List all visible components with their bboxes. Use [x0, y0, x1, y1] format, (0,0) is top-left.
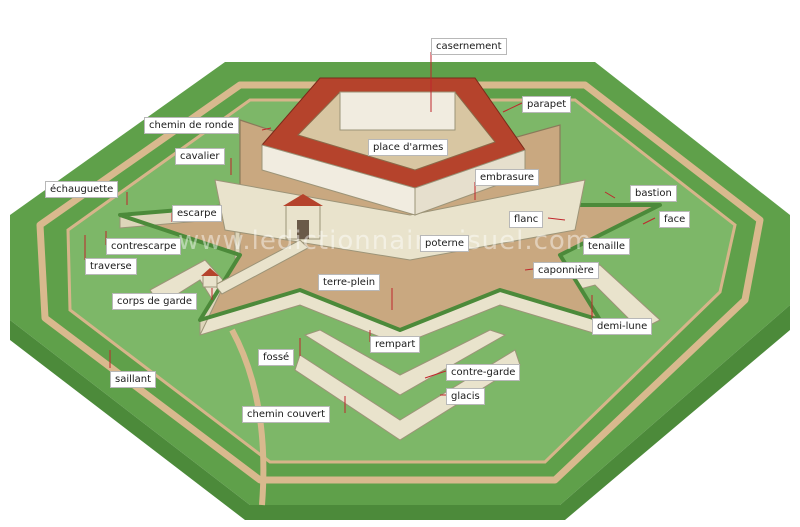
- label-flanc: flanc: [509, 211, 544, 228]
- label-rempart: rempart: [370, 336, 421, 353]
- label-bastion: bastion: [630, 185, 677, 202]
- label-echauguette: échauguette: [45, 181, 119, 198]
- label-chemin-de-ronde: chemin de ronde: [144, 117, 239, 134]
- watermark: www.ledictionnairevisuel.com: [178, 226, 593, 256]
- label-cavalier: cavalier: [175, 148, 225, 165]
- label-contre-garde: contre-garde: [446, 364, 521, 381]
- label-casernement: casernement: [431, 38, 507, 55]
- guard-house-roof: [201, 268, 219, 276]
- label-poterne: poterne: [420, 235, 469, 252]
- barracks-inner-wall: [339, 91, 456, 131]
- leader-lines: [84, 52, 656, 413]
- label-glacis: glacis: [446, 388, 485, 405]
- label-escarpe: escarpe: [172, 205, 222, 222]
- gate-door: [297, 220, 309, 239]
- gate-roof: [283, 194, 323, 206]
- label-traverse: traverse: [85, 258, 137, 275]
- guard-house: [202, 274, 218, 288]
- label-face: face: [659, 211, 691, 228]
- label-tenaille: tenaille: [583, 238, 631, 255]
- label-place-d-armes: place d'armes: [368, 139, 449, 156]
- covered-way: [36, 81, 764, 484]
- label-caponniere: caponnière: [533, 262, 599, 279]
- bridge: [214, 239, 309, 295]
- label-demi-lune: demi-lune: [592, 318, 653, 335]
- demi-lune-south: [303, 329, 507, 396]
- label-contrescarpe: contrescarpe: [106, 238, 182, 255]
- label-corps-de-garde: corps de garde: [112, 293, 198, 310]
- label-embrasure: embrasure: [475, 169, 540, 186]
- label-terre-plein: terre-plein: [318, 274, 381, 291]
- label-parapet: parapet: [522, 96, 572, 113]
- label-saillant: saillant: [110, 371, 157, 388]
- label-chemin-couvert: chemin couvert: [242, 406, 331, 423]
- label-fosse: fossé: [258, 349, 295, 366]
